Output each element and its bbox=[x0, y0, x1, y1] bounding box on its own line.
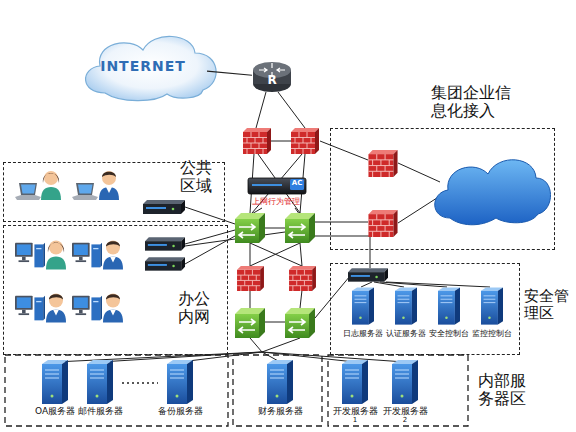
access-switch-icon bbox=[145, 257, 185, 270]
access-switch-icon bbox=[143, 200, 185, 214]
server-shape bbox=[481, 286, 503, 326]
cloud-outline bbox=[86, 36, 217, 100]
core-switch-icon bbox=[285, 213, 315, 243]
server-node: 认证服务器 bbox=[384, 286, 427, 342]
server-node: 开发服务器2 bbox=[383, 360, 427, 424]
device-body bbox=[248, 178, 306, 194]
node-text: 开发服务器 bbox=[333, 406, 378, 416]
node-text: 安全控制台 bbox=[429, 330, 469, 339]
pc-icon bbox=[72, 243, 102, 268]
server-shape bbox=[167, 360, 193, 404]
user-icon bbox=[103, 294, 123, 323]
server-group-box bbox=[233, 355, 322, 426]
behavior-manager-device: AC 上网行为管理 bbox=[246, 176, 310, 212]
firewall-icon bbox=[243, 128, 271, 154]
pc-icon bbox=[72, 296, 102, 321]
zone-box: 办公内网 bbox=[3, 225, 228, 355]
node-text: 2 bbox=[403, 417, 407, 425]
node-text: 财务服务器 bbox=[258, 406, 303, 416]
server-shape bbox=[392, 360, 418, 404]
pc-icon bbox=[15, 296, 45, 321]
server-shape bbox=[438, 286, 460, 326]
server-node: 邮件服务器 bbox=[80, 360, 120, 418]
firewall-icon bbox=[237, 266, 264, 291]
server-group-box bbox=[328, 355, 468, 426]
device-led bbox=[252, 184, 282, 186]
server-icon bbox=[392, 360, 418, 404]
server-node: 财务服务器 bbox=[258, 360, 302, 418]
core-switch-icon bbox=[285, 308, 315, 338]
server-node: 安全控制台 bbox=[427, 286, 470, 342]
server-icon bbox=[87, 360, 113, 404]
firewall-icon bbox=[368, 210, 397, 237]
node-text: 安全管理区 bbox=[524, 288, 574, 322]
internet-cloud: INTERNET bbox=[75, 28, 225, 103]
server-node: 监控控制台 bbox=[470, 286, 513, 342]
router-node: R bbox=[252, 60, 292, 94]
laptop-icon bbox=[72, 183, 98, 200]
node-text: AC bbox=[292, 180, 303, 188]
firewall-icon bbox=[289, 266, 316, 291]
node-text: 备份服务器 bbox=[158, 406, 203, 416]
user-icon bbox=[46, 241, 66, 270]
server-group-box bbox=[5, 355, 228, 426]
node-text: 日志服务器 bbox=[343, 330, 383, 339]
area-label: 内部服务器区 bbox=[478, 372, 528, 408]
core-switch-icon bbox=[235, 213, 265, 243]
user-icon bbox=[46, 294, 66, 323]
node-text: 公共区域 bbox=[180, 159, 214, 195]
server-shape bbox=[342, 360, 368, 404]
firewall-icon bbox=[368, 150, 397, 177]
zone-box: 集团企业信息化接入 bbox=[330, 128, 555, 250]
node-text: 认证服务器 bbox=[386, 330, 426, 339]
server-icon bbox=[395, 287, 417, 324]
server-node: 开发服务器1 bbox=[333, 360, 377, 424]
node-text: R bbox=[267, 74, 276, 87]
server-icon bbox=[342, 360, 368, 404]
node-text: 上网行为管理 bbox=[252, 198, 300, 207]
server-shape bbox=[395, 286, 417, 326]
node-text: 1 bbox=[353, 417, 357, 425]
zone-box: 安全管理区日志服务器认证服务器安全控制台监控控制台 bbox=[330, 263, 520, 355]
access-switch-icon bbox=[145, 237, 185, 250]
user-icon bbox=[99, 171, 119, 200]
server-node: OA服务器 bbox=[35, 360, 75, 418]
network-link bbox=[207, 71, 252, 75]
server-icon bbox=[167, 360, 193, 404]
node-text: 集团企业信息化接入 bbox=[431, 84, 515, 120]
server-node: 日志服务器 bbox=[341, 286, 384, 342]
server-node: 备份服务器 bbox=[160, 360, 200, 418]
device-badge bbox=[290, 179, 304, 190]
access-switch-icon bbox=[348, 268, 388, 281]
server-shape bbox=[42, 360, 68, 404]
server-icon bbox=[438, 287, 460, 324]
server-icon bbox=[481, 287, 503, 324]
pc-icon bbox=[15, 243, 45, 268]
firewall-icon bbox=[291, 128, 319, 154]
core-switch-icon bbox=[235, 308, 265, 338]
server-icon bbox=[42, 360, 68, 404]
server-shape bbox=[352, 286, 374, 326]
laptop-icon bbox=[15, 183, 41, 200]
node-text: 监控控制台 bbox=[472, 330, 512, 339]
user-icon bbox=[41, 171, 61, 200]
server-icon bbox=[267, 360, 293, 404]
network-wire bbox=[55, 92, 490, 362]
ellipsis-dots bbox=[122, 382, 158, 384]
server-icon bbox=[352, 287, 374, 324]
user-icon bbox=[103, 241, 123, 270]
node-text: 开发服务器 bbox=[383, 406, 428, 416]
server-shape bbox=[87, 360, 113, 404]
node-text: INTERNET bbox=[100, 59, 186, 75]
zone-box: 公共区域 bbox=[3, 162, 225, 222]
node-text: 办公内网 bbox=[178, 290, 212, 326]
node-text: OA服务器 bbox=[35, 406, 75, 416]
node-text: 邮件服务器 bbox=[78, 406, 123, 416]
server-shape bbox=[267, 360, 293, 404]
group-cloud bbox=[435, 160, 551, 225]
